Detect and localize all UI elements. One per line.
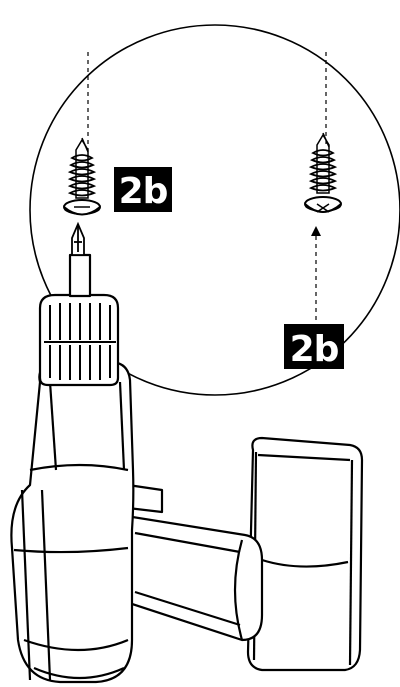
step-label-top-text: 2b <box>119 171 168 212</box>
phillips-bit-icon <box>71 221 85 256</box>
arrow-head-icon <box>311 226 321 236</box>
step-label-bottom: 2b <box>284 324 344 370</box>
wood-screw-icon <box>63 137 101 216</box>
step-label-bottom-text: 2b <box>290 329 339 370</box>
wood-screw-icon <box>304 132 342 213</box>
guide-lines <box>87 52 327 330</box>
cordless-drill-icon <box>10 253 364 684</box>
step-label-top: 2b <box>114 167 172 212</box>
detail-circle <box>29 24 400 396</box>
